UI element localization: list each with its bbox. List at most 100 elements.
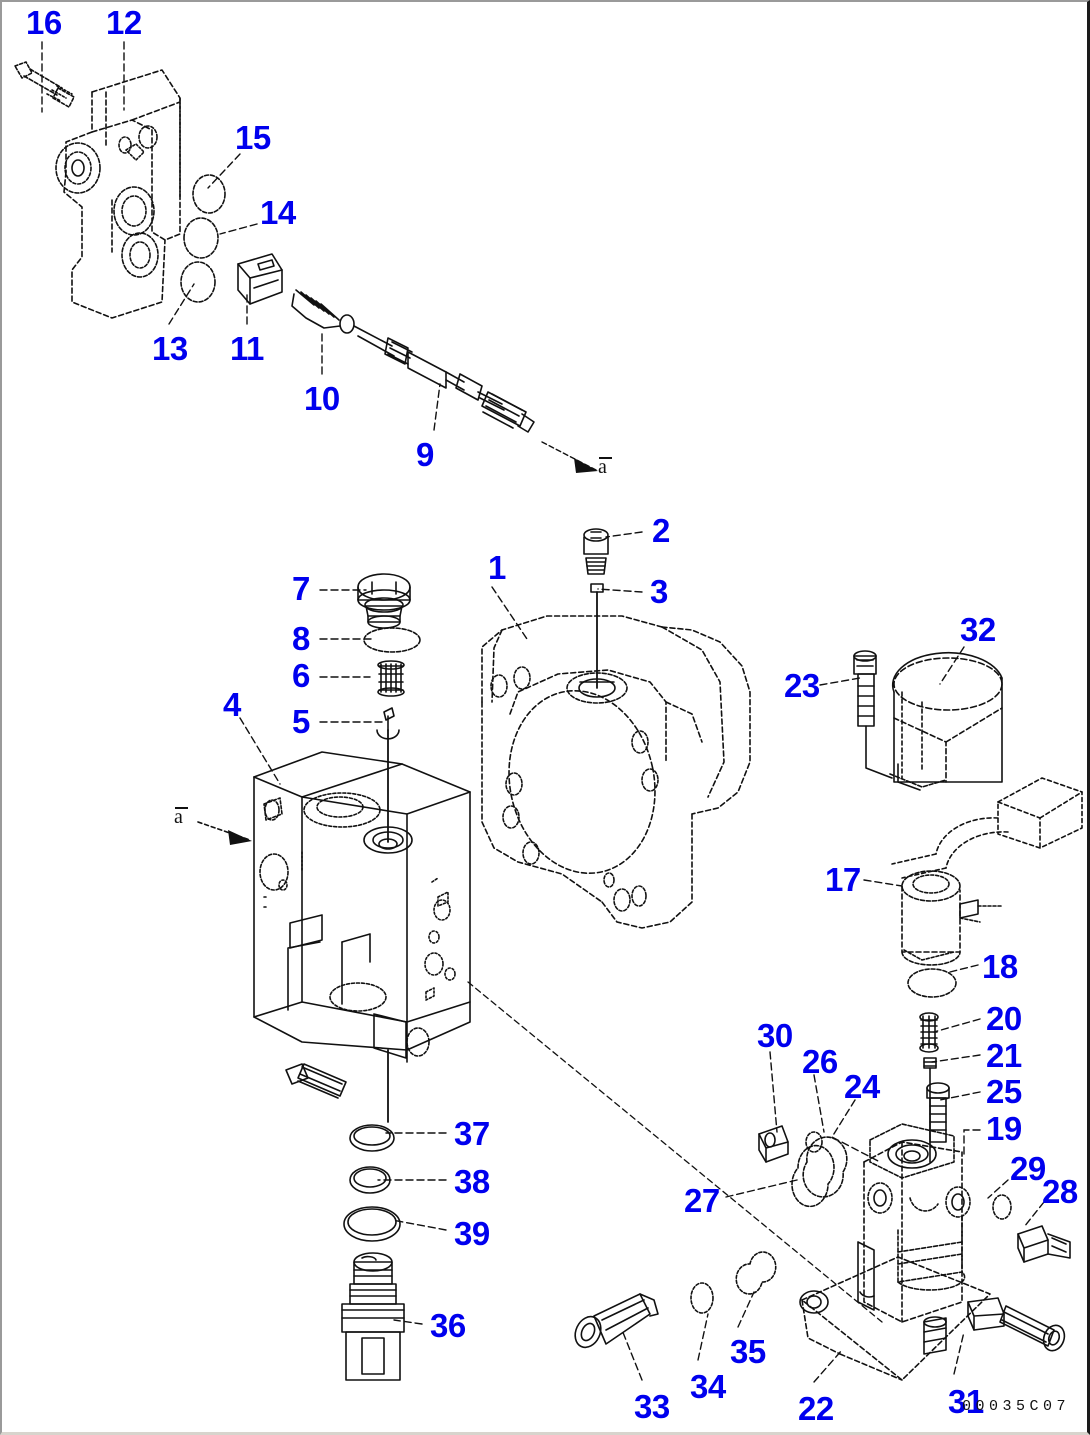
callout-bolt-33[interactable]: 33 (634, 1388, 670, 1425)
callout-screw-25[interactable]: 25 (986, 1073, 1022, 1110)
callout-spool-9[interactable]: 9 (416, 436, 434, 473)
leader-30 (769, 1051, 778, 1133)
section-mark-a-left: a (174, 806, 188, 829)
leader-17 (863, 879, 903, 887)
callout-o-ring-8[interactable]: 8 (292, 620, 310, 657)
callout-screw-2[interactable]: 2 (652, 512, 670, 549)
leader-4 (239, 717, 281, 785)
section-mark-letter: a (174, 806, 183, 828)
callout-gasket-plate-22[interactable]: 22 (798, 1390, 834, 1427)
leader-23 (819, 677, 861, 686)
callout-spring-10[interactable]: 10 (304, 380, 340, 417)
leader-2 (605, 531, 643, 538)
leader-20 (933, 1018, 981, 1033)
bolt-23 (853, 650, 893, 779)
bolt-31 (967, 1297, 1066, 1352)
leader-9 (433, 383, 441, 431)
callout-solenoid-valve-17[interactable]: 17 (825, 861, 861, 898)
callout-plug-29[interactable]: 29 (1010, 1150, 1046, 1187)
pump-case-1 (481, 615, 751, 929)
spool-9 (353, 325, 535, 433)
oring-8 (363, 627, 421, 653)
callout-o-ring-39[interactable]: 39 (454, 1215, 490, 1252)
callout-pump-case-1[interactable]: 1 (488, 549, 506, 586)
oring-24 (802, 1136, 848, 1198)
callout-o-ring-13[interactable]: 13 (152, 330, 188, 367)
callout-spring-6[interactable]: 6 (292, 657, 310, 694)
assembly-12-valve-block (14, 61, 181, 319)
leader-35 (737, 1291, 755, 1328)
pin-3 (590, 583, 604, 689)
solenoid-valve-17 (901, 870, 1003, 966)
callout-o-ring-15[interactable]: 15 (235, 119, 271, 156)
leader-29 (987, 1179, 1009, 1199)
oring-35 (735, 1251, 777, 1295)
leader-14 (219, 223, 258, 235)
valve-housing-19 (857, 1123, 971, 1323)
callout-valve-body-4[interactable]: 4 (223, 686, 241, 723)
leader-25 (939, 1091, 981, 1101)
callout-spring-20[interactable]: 20 (986, 1000, 1022, 1037)
section-mark-letter: a (598, 456, 607, 478)
leader-3 (597, 588, 643, 593)
oring-14 (183, 217, 219, 259)
callout-relief-valve-36[interactable]: 36 (430, 1307, 466, 1344)
callout-o-ring-27[interactable]: 27 (684, 1182, 720, 1219)
callout-o-ring-35[interactable]: 35 (730, 1333, 766, 1370)
leader-21 (931, 1054, 981, 1063)
callout-solenoid-coil-32[interactable]: 32 (960, 611, 996, 648)
spring-6 (377, 660, 405, 697)
leader-1 (491, 586, 528, 640)
callout-bolt-23[interactable]: 23 (784, 667, 820, 704)
sleeve-11 (237, 253, 283, 305)
leader-31 (953, 1331, 965, 1375)
leader-27 (725, 1179, 798, 1198)
valve-body-4 (253, 751, 471, 1123)
callout-valve-block-assembly-12[interactable]: 12 (106, 4, 142, 41)
callout-valve-housing-19[interactable]: 19 (986, 1110, 1022, 1147)
spring-10 (291, 289, 355, 334)
bolt-28 (1017, 1225, 1071, 1263)
leader-26 (813, 1074, 825, 1133)
callout-bolt-28[interactable]: 28 (1042, 1173, 1078, 1210)
callout-o-ring-24[interactable]: 24 (844, 1068, 880, 1105)
plug-7 (357, 573, 411, 629)
leader-15 (207, 153, 241, 189)
screw-25 (926, 1082, 950, 1143)
leader-32 (939, 646, 965, 685)
callout-sleeve-11[interactable]: 11 (230, 330, 264, 367)
gasket-plate-22 (799, 1256, 991, 1381)
callout-seat-21[interactable]: 21 (986, 1037, 1022, 1074)
solenoid-coil-32 (889, 651, 1083, 879)
callout-plug-7[interactable]: 7 (292, 570, 310, 607)
section-mark-overbar (175, 807, 188, 809)
leader-18 (949, 964, 979, 973)
callout-o-ring-34[interactable]: 34 (690, 1368, 726, 1405)
relief-valve-36 (341, 1252, 405, 1381)
callout-bolt-31[interactable]: 31 (948, 1383, 984, 1420)
plug-30 (758, 1125, 789, 1163)
callout-o-ring-37[interactable]: 37 (454, 1115, 490, 1152)
oring-39 (343, 1206, 401, 1242)
bolt-side-4 (285, 1063, 347, 1099)
leader-22 (813, 1349, 843, 1383)
leader-13 (168, 283, 195, 325)
oring-37 (349, 1124, 395, 1152)
bolt-33 (574, 1293, 659, 1349)
pin-26 (805, 1131, 823, 1153)
leader-28 (1023, 1201, 1045, 1228)
callout-bolt-16[interactable]: 16 (26, 4, 62, 41)
callout-o-ring-18[interactable]: 18 (982, 948, 1018, 985)
callout-pin-3[interactable]: 3 (650, 573, 668, 610)
spring-20 (919, 1012, 939, 1053)
oring-34 (690, 1282, 714, 1314)
callout-o-ring-38[interactable]: 38 (454, 1163, 490, 1200)
callout-plug-30[interactable]: 30 (757, 1017, 793, 1054)
pin-5 (376, 707, 400, 843)
part-code-label: 00035C07 (962, 1398, 1071, 1415)
callout-pin-5[interactable]: 5 (292, 703, 310, 740)
callout-pin-26[interactable]: 26 (802, 1043, 838, 1080)
callout-o-ring-14[interactable]: 14 (260, 194, 296, 231)
